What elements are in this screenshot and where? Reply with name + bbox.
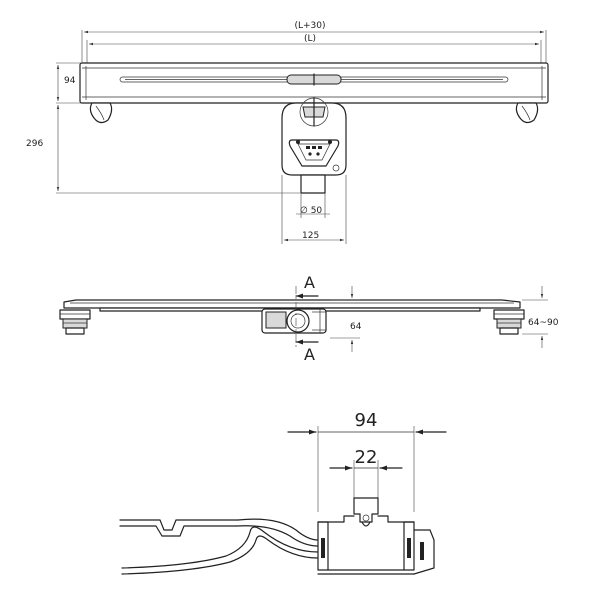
channel-profile [119, 497, 435, 575]
dimension-channel-width: 94 [287, 410, 447, 512]
section-line-a: A A [295, 273, 319, 364]
dimension-outlet-diameter: ∅ 50 [296, 193, 330, 218]
adjustable-height-label: 64~90 [528, 318, 559, 328]
width-label: 94 [64, 76, 76, 86]
section-mark-bottom: A [304, 345, 315, 364]
dimension-adjustable-height: 64~90 [522, 286, 559, 348]
dimension-overall-length: (L+30) [81, 21, 547, 68]
dimension-width: 94 [56, 62, 82, 104]
overall-length-label: (L+30) [294, 21, 325, 31]
outlet-siphon [281, 97, 347, 194]
section-view: 94 22 [119, 410, 447, 575]
channel-width-label: 94 [355, 410, 378, 431]
dimension-depth: 296 [26, 105, 300, 194]
grate-width-label: 22 [355, 447, 378, 468]
dimension-outlet-width: 125 [281, 175, 347, 244]
depth-label: 296 [26, 139, 43, 149]
dimension-grate-width: 22 [329, 447, 403, 498]
side-foot-right [493, 309, 525, 335]
outlet-height-label: 64 [350, 322, 362, 332]
length-label: (L) [304, 34, 316, 44]
side-view: A A 64 64~90 [59, 273, 559, 364]
top-view: (L+30) (L) [26, 21, 549, 244]
side-foot-left [59, 309, 91, 335]
section-mark-top: A [304, 273, 315, 292]
dimension-outlet-height: 64 [330, 286, 362, 352]
channel-body [79, 62, 549, 124]
outlet-diameter-label: ∅ 50 [300, 206, 322, 216]
side-siphon [261, 308, 327, 334]
outlet-width-label: 125 [302, 231, 319, 241]
